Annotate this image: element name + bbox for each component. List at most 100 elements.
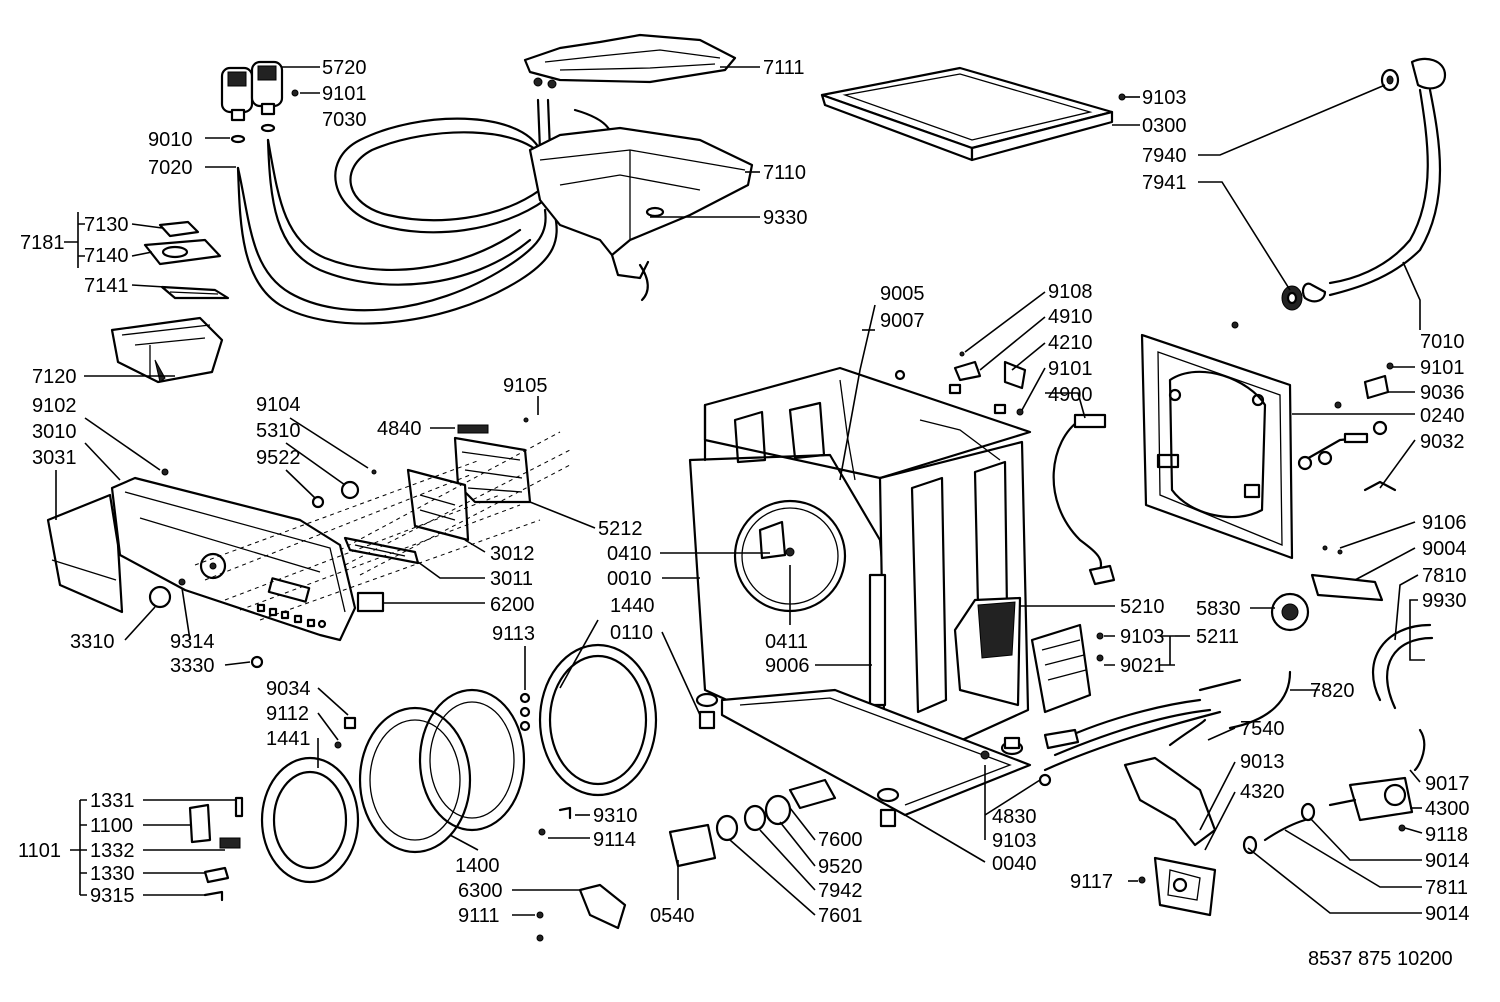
label-7030: 7030 bbox=[322, 109, 367, 131]
label-9101: 9101 bbox=[1048, 358, 1093, 380]
inlet-hoses-drawing bbox=[236, 98, 613, 325]
label-1101: 1101 bbox=[18, 840, 61, 862]
label-1332: 1332 bbox=[90, 840, 135, 862]
label-9103: 9103 bbox=[1142, 87, 1187, 109]
label-3330: 3330 bbox=[170, 655, 215, 677]
label-5210: 5210 bbox=[1120, 596, 1165, 618]
electronic-module-drawing bbox=[194, 417, 571, 621]
label-9314: 9314 bbox=[170, 631, 215, 653]
dispenser-housing-drawing bbox=[528, 126, 754, 302]
label-6300: 6300 bbox=[458, 880, 503, 902]
label-3012: 3012 bbox=[490, 543, 535, 565]
label-9102: 9102 bbox=[32, 395, 77, 417]
control-panel-drawing bbox=[46, 476, 357, 642]
label-9114: 9114 bbox=[593, 829, 636, 851]
label-7810: 7810 bbox=[1422, 565, 1467, 587]
label-5720: 5720 bbox=[322, 57, 367, 79]
dispenser-lid-drawing bbox=[523, 33, 737, 89]
label-3031: 3031 bbox=[32, 447, 77, 469]
label-9014: 9014 bbox=[1425, 850, 1470, 872]
label-1440: 1440 bbox=[610, 595, 655, 617]
label-9111: 9111 bbox=[458, 905, 500, 927]
label-9105: 9105 bbox=[503, 375, 548, 397]
label-4900: 4900 bbox=[1048, 384, 1093, 406]
label-9522: 9522 bbox=[256, 447, 301, 469]
label-7940: 7940 bbox=[1142, 145, 1187, 167]
label-0240: 0240 bbox=[1420, 405, 1465, 427]
label-9010: 9010 bbox=[148, 129, 193, 151]
label-9013: 9013 bbox=[1240, 751, 1285, 773]
label-7811: 7811 bbox=[1425, 877, 1468, 899]
inlet-valve-drawing bbox=[220, 60, 284, 144]
door-drawing bbox=[260, 643, 658, 884]
wiring-harness-drawing bbox=[1038, 678, 1242, 787]
label-1400: 1400 bbox=[455, 855, 500, 877]
label-9113: 9113 bbox=[492, 623, 535, 645]
label-0410: 0410 bbox=[607, 543, 652, 565]
drain-pump-drawing bbox=[1123, 670, 1414, 917]
power-cord-drawing bbox=[948, 351, 1116, 586]
label-3310: 3310 bbox=[70, 631, 115, 653]
drain-hose-drawing bbox=[1281, 57, 1447, 311]
label-5830: 5830 bbox=[1196, 598, 1241, 620]
label-0010: 0010 bbox=[607, 568, 652, 590]
label-9101: 9101 bbox=[322, 83, 367, 105]
label-1331: 1331 bbox=[90, 790, 135, 812]
detergent-drawer-drawing bbox=[110, 220, 230, 384]
top-cover-drawing bbox=[820, 66, 1114, 162]
label-0411: 0411 bbox=[765, 631, 808, 653]
label-9315: 9315 bbox=[90, 885, 135, 907]
label-9021: 9021 bbox=[1120, 655, 1165, 677]
label-1330: 1330 bbox=[90, 863, 135, 885]
label-4910: 4910 bbox=[1048, 306, 1093, 328]
label-4300: 4300 bbox=[1425, 798, 1470, 820]
base-frame-drawing bbox=[695, 688, 1032, 828]
label-3010: 3010 bbox=[32, 421, 77, 443]
label-7941: 7941 bbox=[1142, 172, 1187, 194]
label-9330: 9330 bbox=[763, 207, 808, 229]
label-6200: 6200 bbox=[490, 594, 535, 616]
label-7020: 7020 bbox=[148, 157, 193, 179]
label-3011: 3011 bbox=[490, 568, 533, 590]
label-9006: 9006 bbox=[765, 655, 810, 677]
label-9104: 9104 bbox=[256, 394, 301, 416]
label-0300: 0300 bbox=[1142, 115, 1187, 137]
label-7181: 7181 bbox=[20, 232, 65, 254]
label-9007: 9007 bbox=[880, 310, 925, 332]
label-0110: 0110 bbox=[610, 622, 653, 644]
door-hinge-drawing bbox=[188, 796, 244, 902]
pump-filter-drawing bbox=[715, 778, 837, 842]
label-9017: 9017 bbox=[1425, 773, 1470, 795]
label-9036: 9036 bbox=[1420, 382, 1465, 404]
label-4830: 4830 bbox=[992, 806, 1037, 828]
label-7110: 7110 bbox=[763, 162, 806, 184]
label-9930: 9930 bbox=[1422, 590, 1467, 612]
label-9101: 9101 bbox=[1420, 357, 1465, 379]
label-0540: 0540 bbox=[650, 905, 695, 927]
label-7540: 7540 bbox=[1240, 718, 1285, 740]
label-7600: 7600 bbox=[818, 829, 863, 851]
service-flap-drawing bbox=[536, 823, 717, 942]
label-7140: 7140 bbox=[84, 245, 129, 267]
label-9103: 9103 bbox=[992, 830, 1037, 852]
label-9108: 9108 bbox=[1048, 281, 1093, 303]
label-7942: 7942 bbox=[818, 880, 863, 902]
label-9103: 9103 bbox=[1120, 626, 1165, 648]
label-4840: 4840 bbox=[377, 418, 422, 440]
label-7010: 7010 bbox=[1420, 331, 1465, 353]
label-9014: 9014 bbox=[1425, 903, 1470, 925]
label-7820: 7820 bbox=[1310, 680, 1355, 702]
label-9034: 9034 bbox=[266, 678, 311, 700]
part-labels: 5720 9101 7030 9010 7020 7111 9103 0300 … bbox=[18, 57, 1470, 970]
label-7120: 7120 bbox=[32, 366, 77, 388]
main-board-drawing bbox=[1030, 623, 1104, 714]
label-9310: 9310 bbox=[593, 805, 638, 827]
leader-lines bbox=[55, 66, 1425, 916]
label-4210: 4210 bbox=[1048, 332, 1093, 354]
pressure-switch-drawing bbox=[1270, 545, 1434, 772]
label-9520: 9520 bbox=[818, 856, 863, 878]
label-7141: 7141 bbox=[84, 275, 129, 297]
label-4320: 4320 bbox=[1240, 781, 1285, 803]
label-9118: 9118 bbox=[1425, 824, 1468, 846]
